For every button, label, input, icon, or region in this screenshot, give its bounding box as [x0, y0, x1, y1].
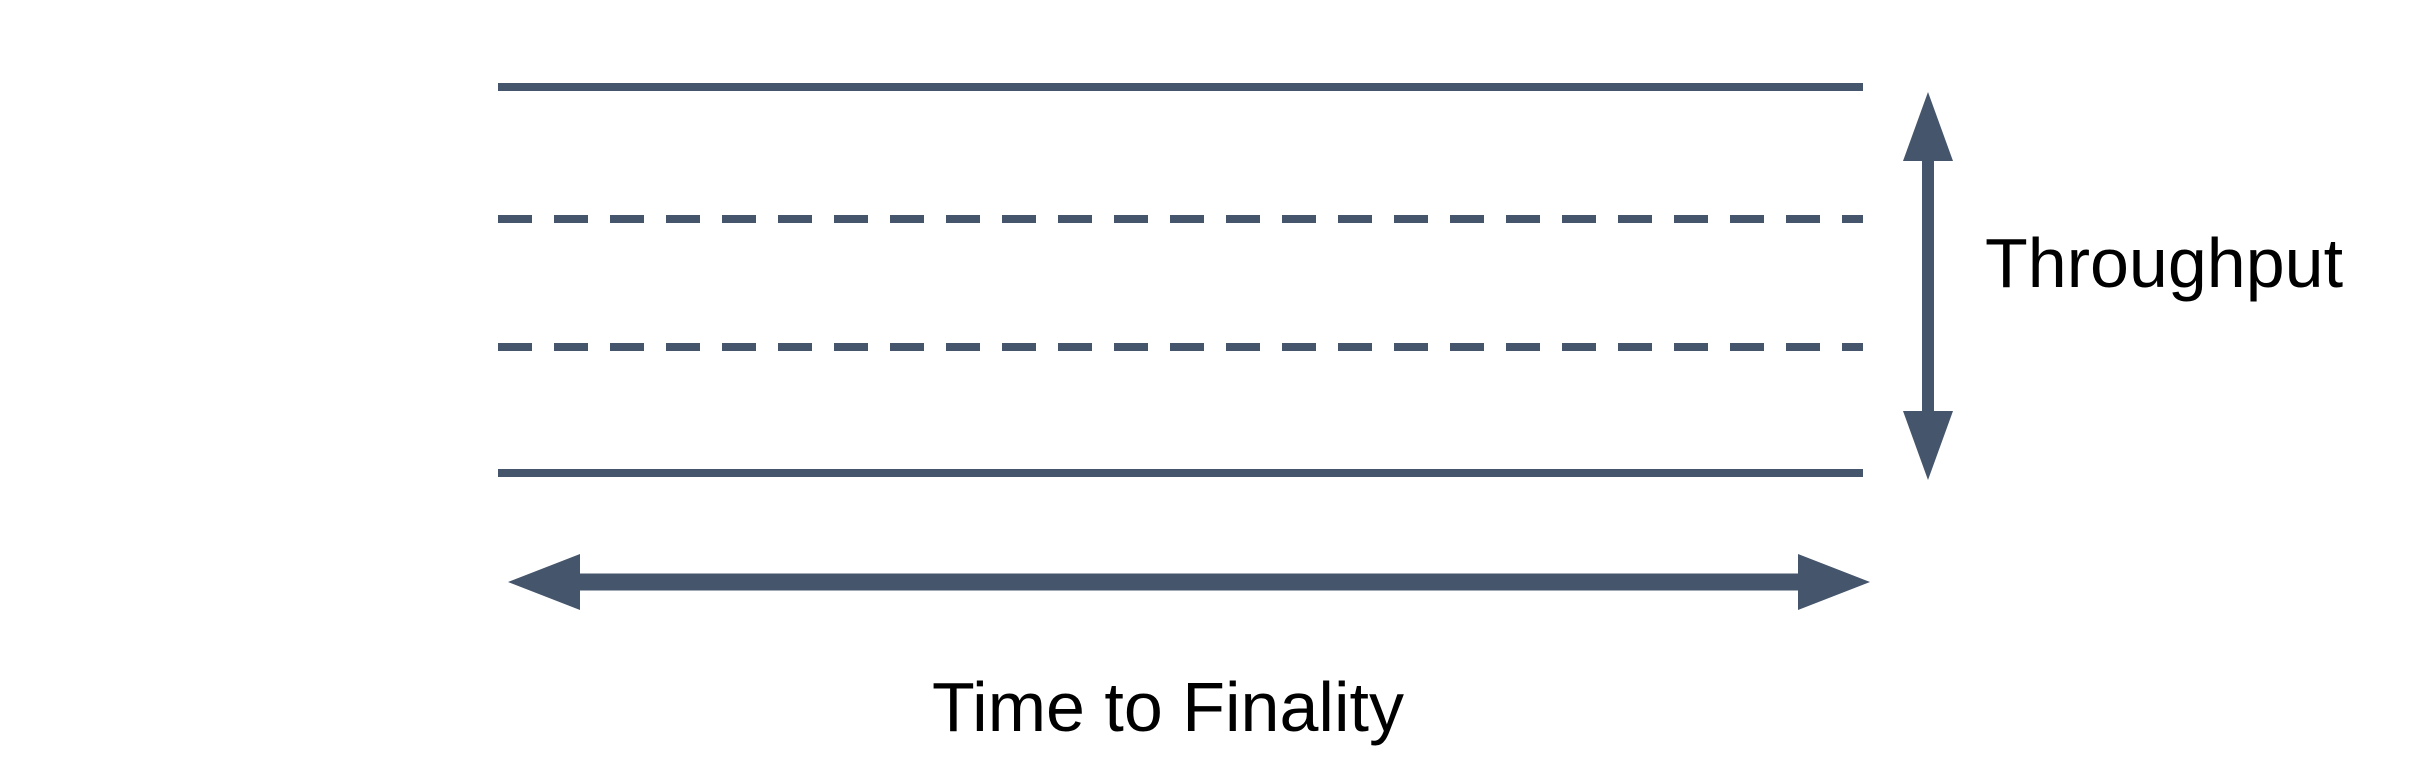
vertical-double-arrow-icon — [1903, 92, 1953, 480]
lane-lines-group — [498, 83, 1863, 477]
throughput-axis-label: Throughput — [1985, 224, 2344, 302]
time-to-finality-axis-label: Time to Finality — [932, 668, 1404, 746]
horizontal-double-arrow-icon — [508, 554, 1870, 610]
